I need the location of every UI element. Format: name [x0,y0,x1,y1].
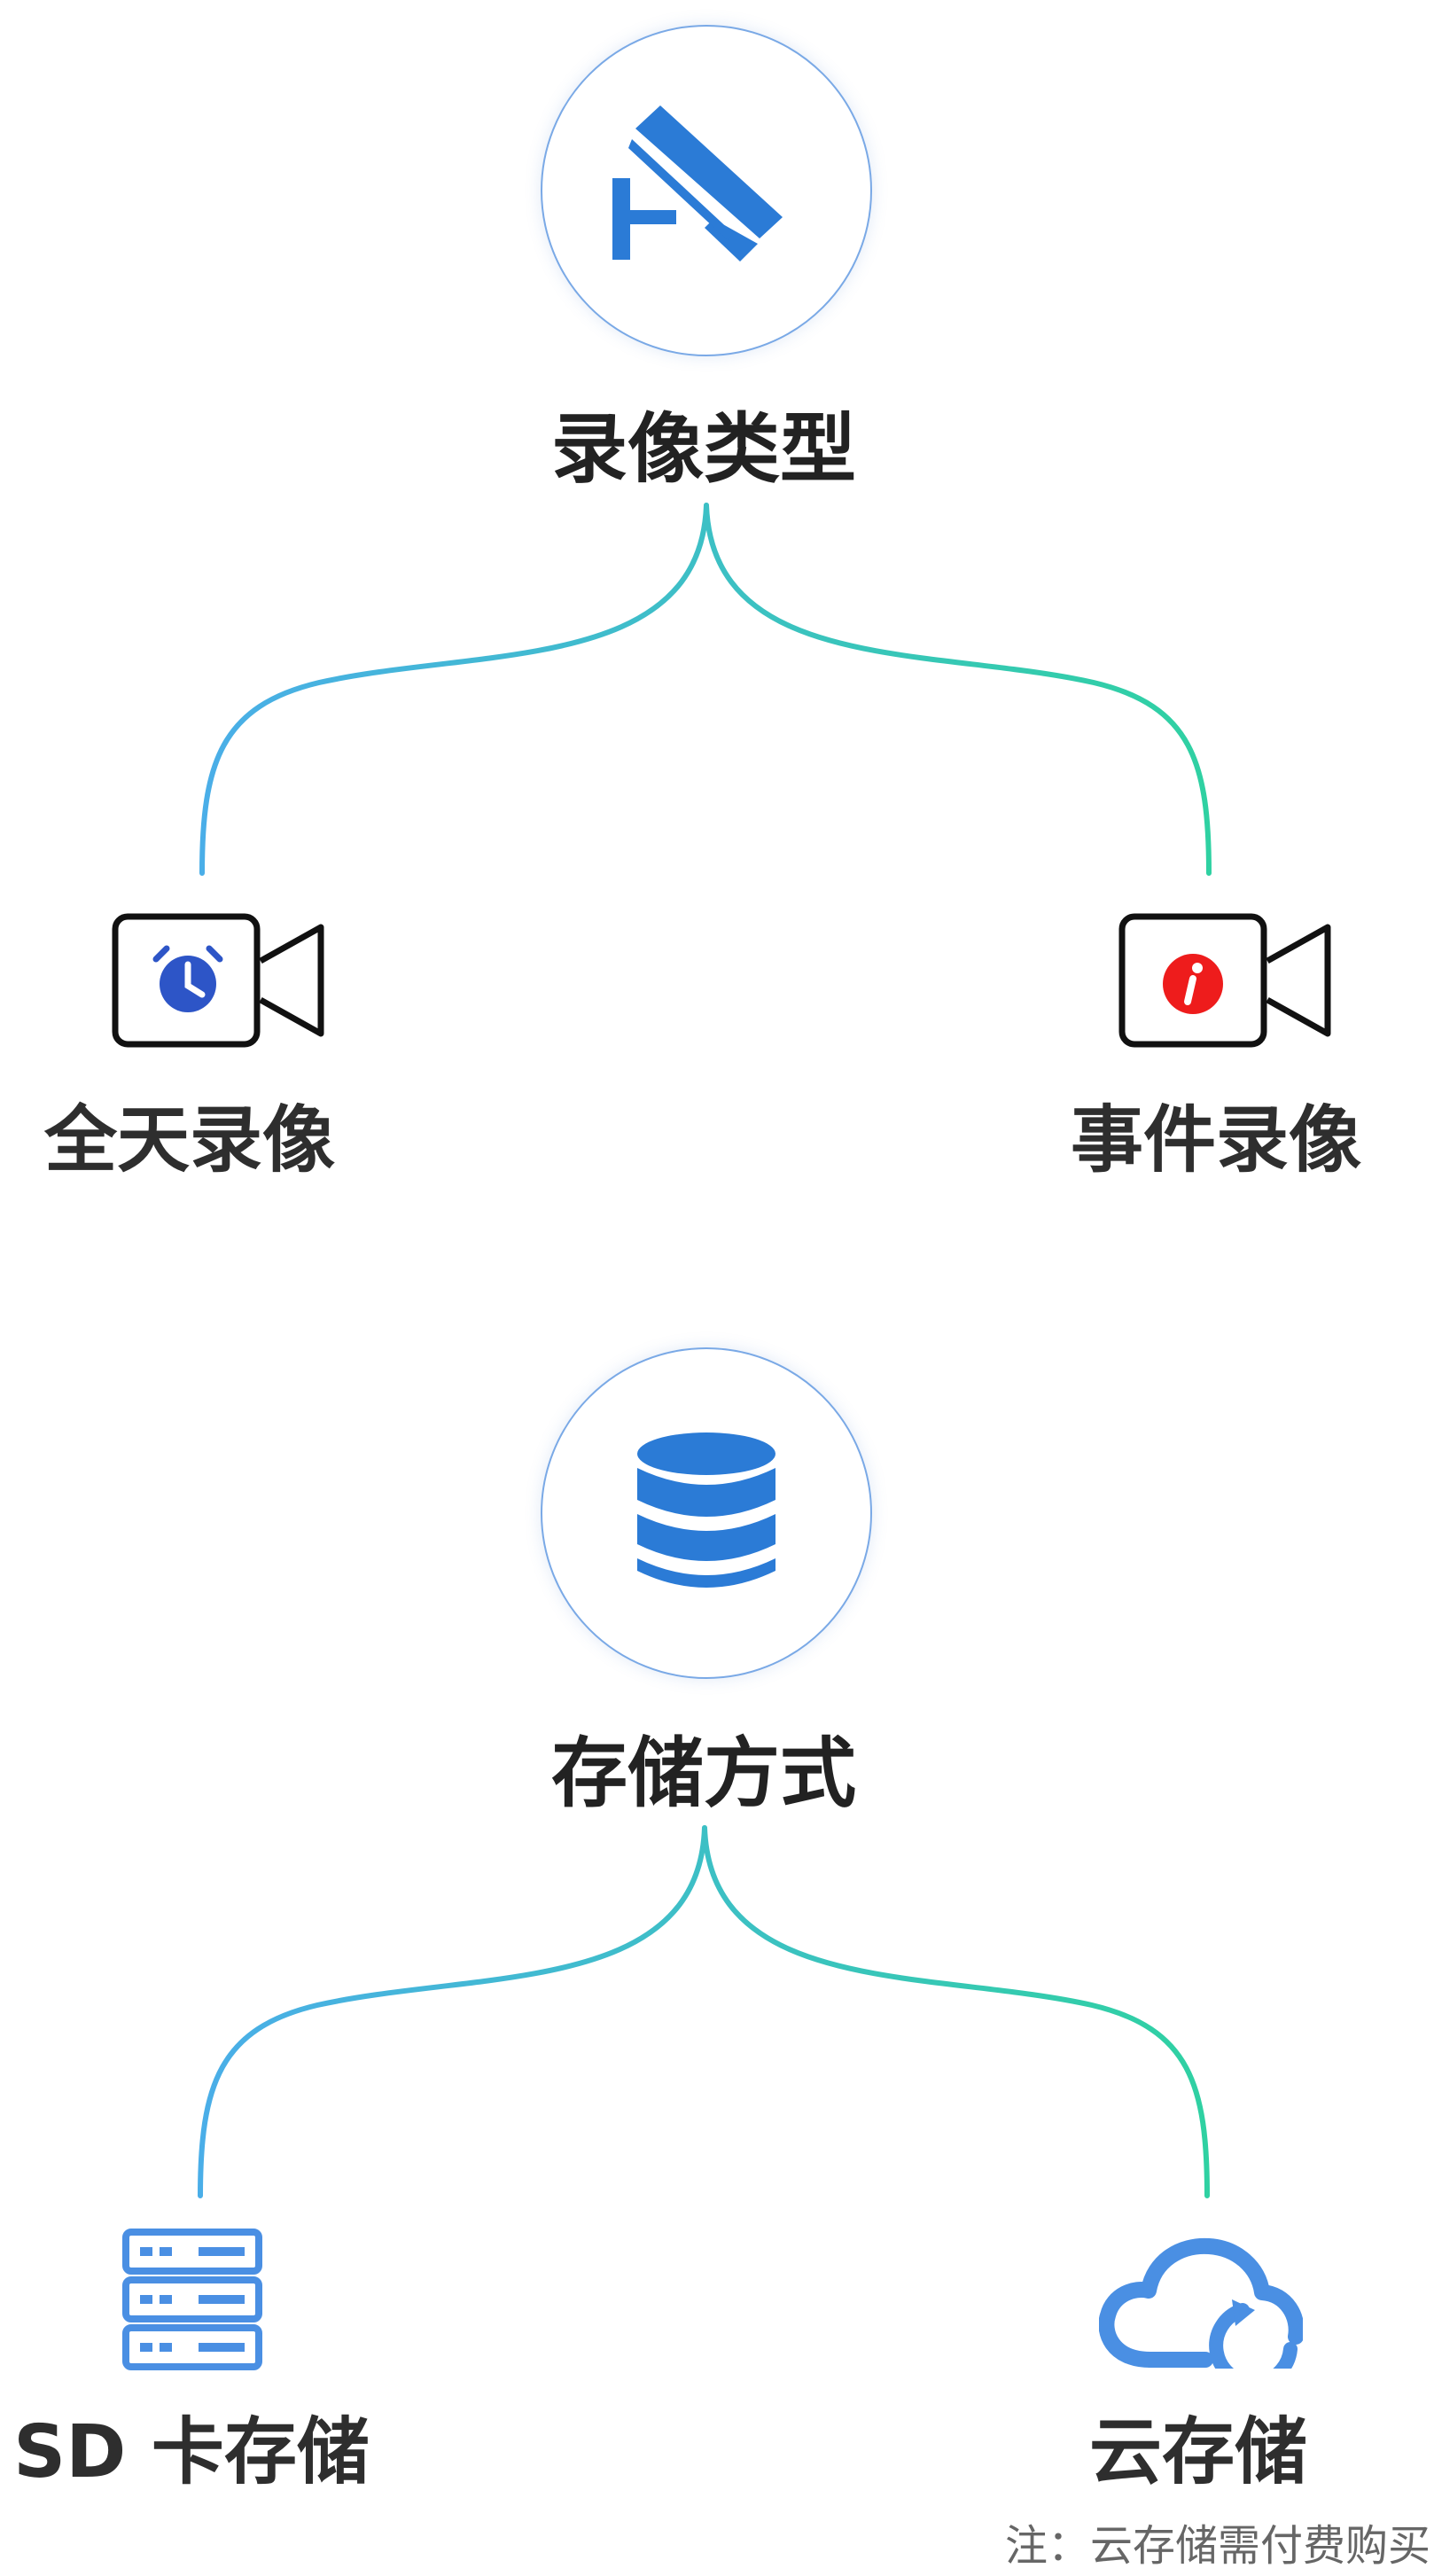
sd-card-storage-label: SD 卡存储 [13,2410,370,2494]
sd-storage-icon [122,2229,262,2370]
event-video-icon [1118,913,1333,1048]
connector-right-1 [704,503,1212,876]
connector-left-2 [198,1825,707,2198]
all-day-recording-label: 全天录像 [43,1098,335,1183]
database-icon [637,1432,775,1588]
connector-right-2 [702,1825,1210,2198]
recording-type-title: 录像类型 [551,405,856,494]
storage-method-circle [541,1347,872,1679]
event-recording-label: 事件录像 [1070,1098,1361,1183]
recording-type-circle [541,25,872,356]
storage-method-title: 存储方式 [551,1729,856,1818]
connector-left-1 [199,503,709,876]
footnote: 注：云存储需付费购买 [1004,2521,1430,2571]
surveillance-camera-icon [612,105,783,262]
scheduled-video-icon [112,913,326,1048]
cloud-storage-label: 云存储 [1088,2410,1307,2494]
cloud-storage-icon [1098,2237,1305,2391]
